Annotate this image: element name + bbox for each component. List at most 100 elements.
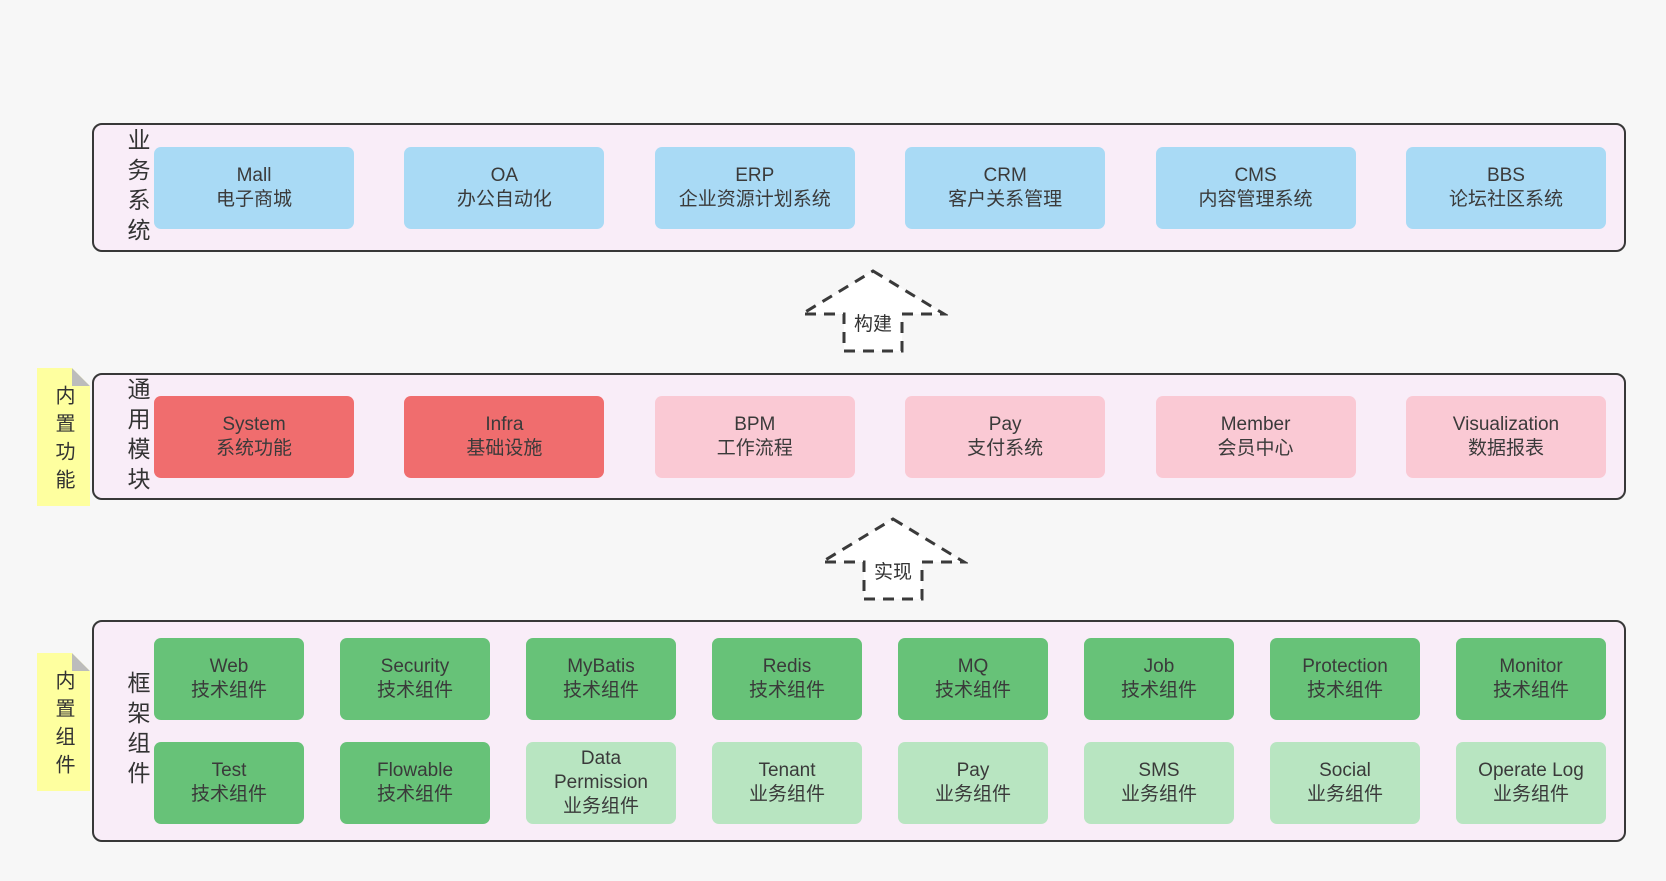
box-pay-component-desc: 业务组件 — [934, 784, 1011, 805]
sticky-note-builtin-features: 内置功能 — [37, 368, 90, 506]
box-infra: Infra 基础设施 — [404, 395, 605, 478]
box-redis-name: Redis — [762, 656, 812, 677]
box-sms-desc: 业务组件 — [1120, 784, 1197, 805]
box-mybatis: MyBatis 技术组件 — [526, 638, 676, 720]
box-cms-name: CMS — [1234, 164, 1277, 186]
box-mall: Mall 电子商城 — [154, 146, 354, 229]
box-oa-name: OA — [490, 164, 519, 186]
band-framework-components: 框架组件 Web 技术组件 Security 技术组件 MyBatis 技术组件… — [92, 620, 1626, 842]
box-test-desc: 技术组件 — [190, 784, 267, 805]
box-web-desc: 技术组件 — [190, 680, 267, 701]
box-bpm-desc: 工作流程 — [716, 437, 793, 459]
band-label-common-modules: 通用模块 — [124, 376, 150, 497]
box-crm-desc: 客户关系管理 — [948, 188, 1063, 210]
box-pay-component-name: Pay — [956, 760, 990, 781]
box-cms-desc: 内容管理系统 — [1198, 188, 1313, 210]
arrow-build-label: 构建 — [850, 312, 896, 338]
box-social-desc: 业务组件 — [1306, 784, 1383, 805]
box-pay-system: Pay 支付系统 — [905, 395, 1106, 478]
box-operate-log-desc: 业务组件 — [1492, 784, 1569, 805]
box-tenant: Tenant 业务组件 — [712, 742, 862, 824]
box-web-name: Web — [209, 656, 249, 677]
box-bbs-desc: 论坛社区系统 — [1448, 188, 1563, 210]
box-crm-name: CRM — [983, 164, 1027, 186]
box-protection-name: Protection — [1302, 656, 1388, 677]
band-common-modules-row: System 系统功能 Infra 基础设施 BPM 工作流程 Pay 支付系统… — [154, 395, 1606, 478]
box-job: Job 技术组件 — [1084, 638, 1234, 720]
box-member-name: Member — [1220, 413, 1291, 435]
box-data-permission-name: Data Permission — [554, 748, 648, 793]
box-crm: CRM 客户关系管理 — [905, 146, 1106, 229]
box-infra-name: Infra — [485, 413, 524, 435]
box-visualization: Visualization 数据报表 — [1405, 395, 1606, 478]
box-bbs-name: BBS — [1486, 164, 1525, 186]
box-redis: Redis 技术组件 — [712, 638, 862, 720]
box-monitor-desc: 技术组件 — [1492, 680, 1569, 701]
box-job-desc: 技术组件 — [1120, 680, 1197, 701]
box-mybatis-desc: 技术组件 — [562, 680, 639, 701]
box-monitor: Monitor 技术组件 — [1456, 638, 1606, 720]
arrow-implement-label: 实现 — [870, 560, 916, 586]
box-flowable: Flowable 技术组件 — [340, 742, 490, 824]
box-infra-desc: 基础设施 — [466, 437, 543, 459]
box-social-name: Social — [1319, 760, 1371, 781]
band-label-framework-components: 框架组件 — [124, 671, 150, 791]
box-web: Web 技术组件 — [154, 638, 304, 720]
box-bpm-name: BPM — [734, 413, 776, 435]
box-tenant-desc: 业务组件 — [748, 784, 825, 805]
box-visualization-desc: 数据报表 — [1467, 437, 1544, 459]
framework-components-row-2: Test 技术组件 Flowable 技术组件 Data Permission … — [154, 742, 1606, 824]
box-social: Social 业务组件 — [1270, 742, 1420, 824]
box-oa-desc: 办公自动化 — [456, 188, 552, 210]
box-data-permission-desc: 业务组件 — [562, 796, 639, 817]
box-tenant-name: Tenant — [758, 760, 816, 781]
box-sms: SMS 业务组件 — [1084, 742, 1234, 824]
box-pay-system-name: Pay — [988, 413, 1022, 435]
arrow-build: 构建 — [798, 268, 948, 354]
box-mq: MQ 技术组件 — [898, 638, 1048, 720]
band-business-systems-row: Mall 电子商城 OA 办公自动化 ERP 企业资源计划系统 CRM 客户关系… — [154, 146, 1606, 229]
box-monitor-name: Monitor — [1499, 656, 1563, 677]
band-label-business-systems: 业务系统 — [124, 127, 150, 248]
box-protection: Protection 技术组件 — [1270, 638, 1420, 720]
box-flowable-name: Flowable — [376, 760, 454, 781]
box-sms-name: SMS — [1138, 760, 1180, 781]
box-member: Member 会员中心 — [1155, 395, 1356, 478]
box-system-desc: 系统功能 — [215, 437, 292, 459]
box-oa: OA 办公自动化 — [404, 146, 605, 229]
band-framework-components-rows: Web 技术组件 Security 技术组件 MyBatis 技术组件 Redi… — [154, 638, 1606, 824]
box-system-name: System — [222, 413, 286, 435]
band-business-systems-rows: Mall 电子商城 OA 办公自动化 ERP 企业资源计划系统 CRM 客户关系… — [154, 146, 1606, 229]
box-erp-desc: 企业资源计划系统 — [678, 188, 831, 210]
box-pay-system-desc: 支付系统 — [967, 437, 1044, 459]
box-job-name: Job — [1143, 656, 1175, 677]
box-security-desc: 技术组件 — [376, 680, 453, 701]
band-common-modules: 通用模块 System 系统功能 Infra 基础设施 BPM 工作流程 Pay… — [92, 373, 1626, 500]
box-mybatis-name: MyBatis — [567, 656, 635, 677]
sticky-note-builtin-components: 内置组件 — [37, 653, 90, 791]
box-security: Security 技术组件 — [340, 638, 490, 720]
box-operate-log-name: Operate Log — [1478, 760, 1584, 781]
box-system: System 系统功能 — [154, 395, 354, 478]
arrow-up-icon — [818, 517, 968, 601]
box-data-permission: Data Permission 业务组件 — [526, 742, 676, 824]
box-erp-name: ERP — [735, 164, 775, 186]
box-mq-name: MQ — [957, 656, 989, 677]
framework-components-row-1: Web 技术组件 Security 技术组件 MyBatis 技术组件 Redi… — [154, 638, 1606, 720]
band-business-systems: 业务系统 Mall 电子商城 OA 办公自动化 ERP 企业资源计划系统 CRM… — [92, 123, 1626, 252]
box-redis-desc: 技术组件 — [748, 680, 825, 701]
box-member-desc: 会员中心 — [1217, 437, 1294, 459]
box-cms: CMS 内容管理系统 — [1155, 146, 1356, 229]
box-security-name: Security — [380, 656, 450, 677]
box-bbs: BBS 论坛社区系统 — [1405, 146, 1606, 229]
box-protection-desc: 技术组件 — [1306, 680, 1383, 701]
box-mq-desc: 技术组件 — [934, 680, 1011, 701]
box-visualization-name: Visualization — [1452, 413, 1560, 435]
box-test-name: Test — [211, 760, 247, 781]
sticky-note-builtin-components-label: 内置组件 — [52, 670, 74, 782]
box-erp: ERP 企业资源计划系统 — [654, 146, 855, 229]
arrow-up-icon — [798, 269, 948, 353]
band-common-modules-rows: System 系统功能 Infra 基础设施 BPM 工作流程 Pay 支付系统… — [154, 395, 1606, 478]
box-bpm: BPM 工作流程 — [654, 395, 855, 478]
